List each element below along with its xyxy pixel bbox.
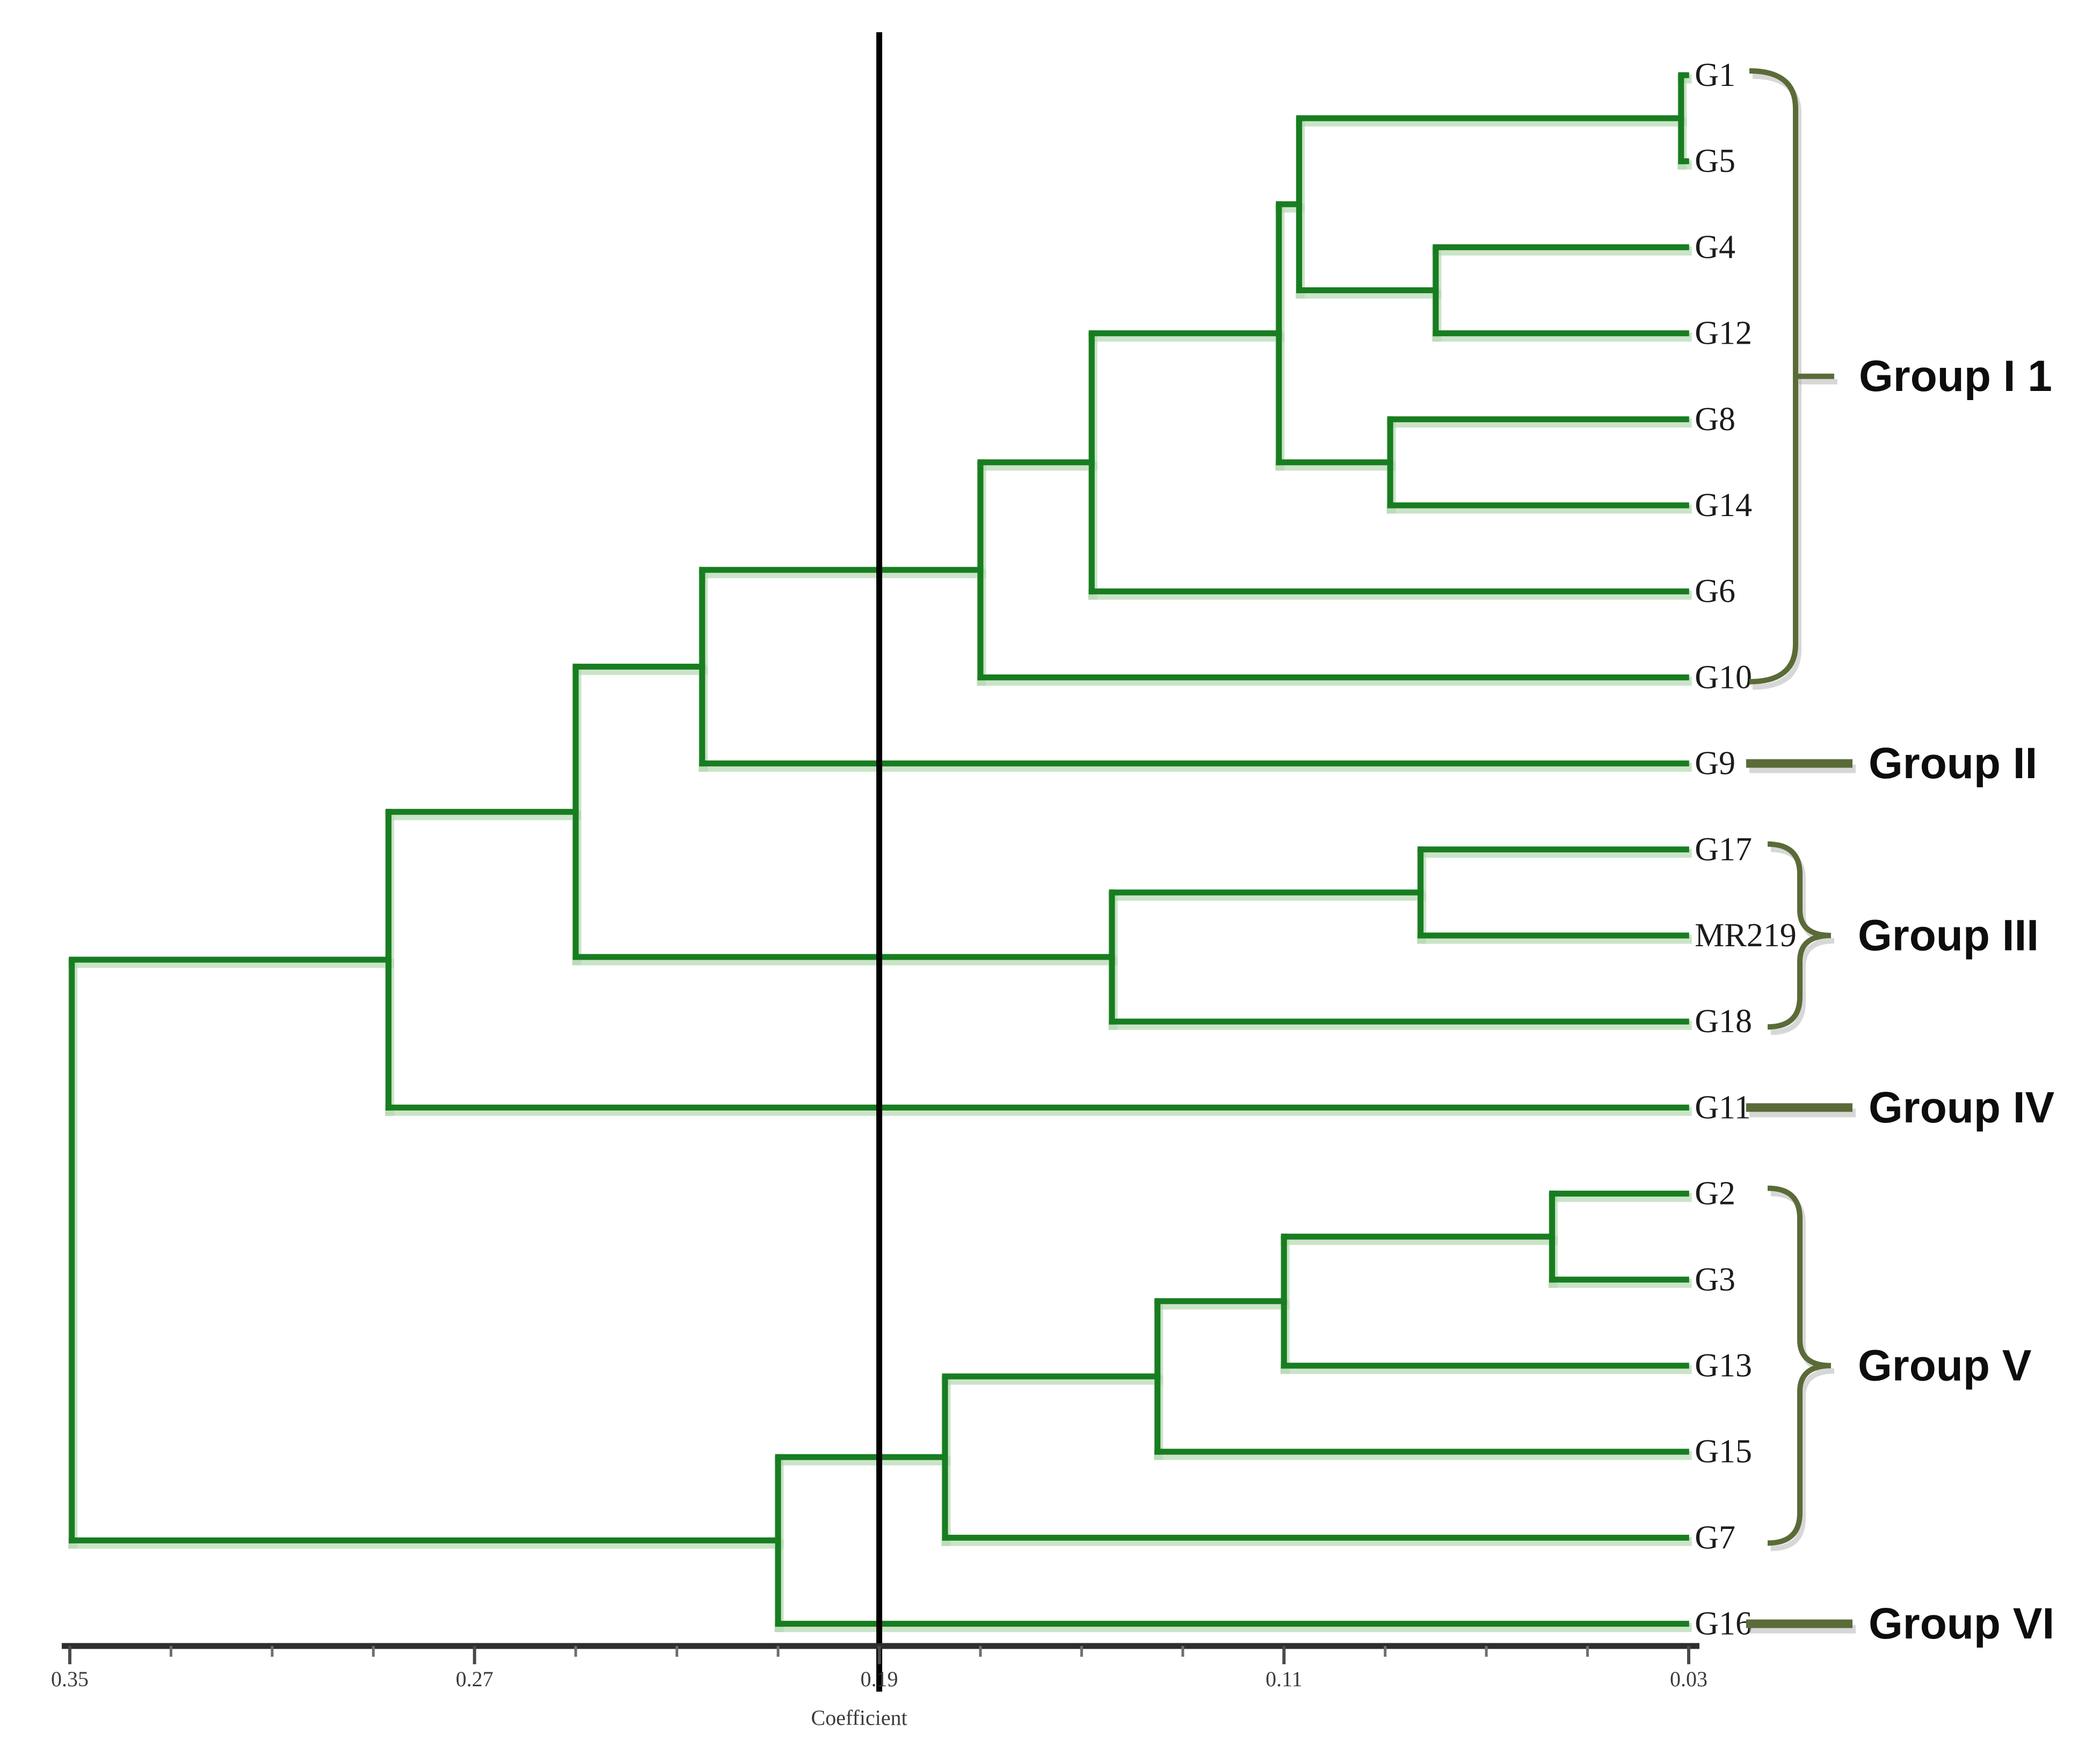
group-label-2: Group II bbox=[1869, 739, 2037, 788]
group-label-4: Group IV bbox=[1869, 1083, 2055, 1132]
group-label-5: Group V bbox=[1858, 1341, 2032, 1390]
leaf-label-G13: G13 bbox=[1695, 1347, 1752, 1384]
leaf-label-G7: G7 bbox=[1695, 1519, 1735, 1556]
leaf-label-G1: G1 bbox=[1695, 57, 1735, 93]
group-brace bbox=[1767, 841, 1832, 1030]
axis-title: Coefficient bbox=[811, 1706, 907, 1730]
leaf-label-G12: G12 bbox=[1695, 315, 1752, 352]
group-bracket-shadow bbox=[1752, 74, 1801, 690]
group-label-3: Group III bbox=[1858, 911, 2039, 960]
group-brace bbox=[1767, 1185, 1832, 1546]
group-label-6: Group VI bbox=[1869, 1599, 2054, 1648]
leaf-label-G5: G5 bbox=[1695, 143, 1735, 179]
leaf-label-G18: G18 bbox=[1695, 1003, 1752, 1040]
leaf-label-G14: G14 bbox=[1695, 487, 1752, 524]
axis-tick-label: 0.03 bbox=[1670, 1667, 1707, 1691]
leaf-label-MR219: MR219 bbox=[1695, 917, 1796, 954]
leaf-label-G11: G11 bbox=[1695, 1089, 1750, 1126]
leaf-label-G6: G6 bbox=[1695, 573, 1735, 610]
leaf-label-G10: G10 bbox=[1695, 659, 1752, 695]
axis-tick-label: 0.35 bbox=[51, 1667, 89, 1691]
leaf-label-G17: G17 bbox=[1695, 831, 1752, 868]
leaf-label-G2: G2 bbox=[1695, 1176, 1735, 1212]
leaf-label-G16: G16 bbox=[1695, 1606, 1752, 1642]
axis-tick-label: 0.19 bbox=[861, 1667, 898, 1691]
group-bracket bbox=[1749, 68, 1798, 685]
axis-tick-label: 0.11 bbox=[1266, 1667, 1303, 1691]
axis-tick-label: 0.27 bbox=[456, 1667, 493, 1691]
group-label-1: Group I 1 bbox=[1859, 352, 2052, 401]
leaf-label-G15: G15 bbox=[1695, 1433, 1752, 1470]
leaf-label-G4: G4 bbox=[1695, 229, 1735, 265]
leaf-label-G9: G9 bbox=[1695, 745, 1735, 782]
leaf-label-G3: G3 bbox=[1695, 1261, 1735, 1298]
leaf-label-G8: G8 bbox=[1695, 401, 1735, 438]
